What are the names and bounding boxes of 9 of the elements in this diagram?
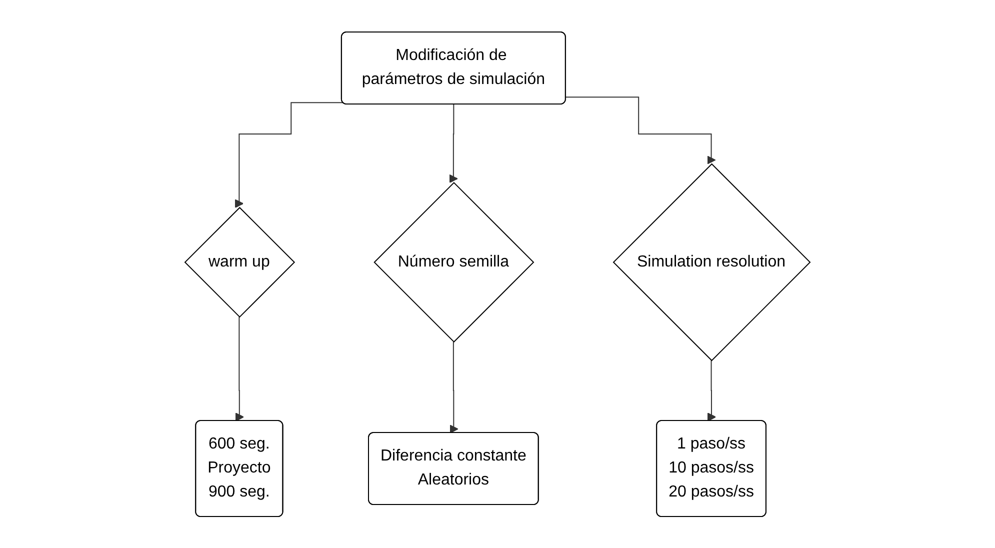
node-diamond: Simulation resolution xyxy=(612,163,811,361)
node-diamond: warm up xyxy=(184,206,296,318)
arrow xyxy=(707,360,716,422)
arrow xyxy=(235,316,244,422)
arrow xyxy=(234,102,344,208)
arrow xyxy=(449,341,458,434)
arrow xyxy=(449,104,458,183)
node-diamond: Número semilla xyxy=(374,182,534,342)
arrow xyxy=(565,96,716,164)
